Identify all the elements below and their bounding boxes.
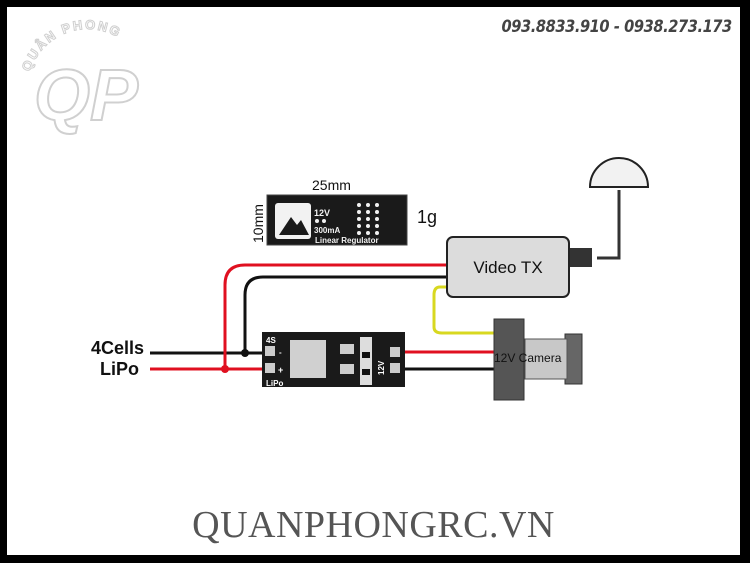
website-footer: QUANPHONGRC.VN — [192, 504, 555, 546]
regulator-board: 4S LiPo - + 12V — [262, 332, 405, 388]
video-signal-wire — [432, 285, 495, 335]
camera: 12V Camera — [493, 318, 583, 401]
board-input-label: 4S — [266, 336, 276, 345]
phone-number: 093.8833.910 - 0938.273.173 — [501, 17, 733, 37]
board-plus: + — [278, 365, 283, 375]
board-output-label: 12V — [377, 360, 386, 375]
antenna-connector — [570, 248, 592, 267]
regulator-voltage: 12V — [314, 208, 330, 218]
wiring-diagram: 12V 300mA Linear Regulator 25mm 10mm 1g … — [91, 157, 650, 401]
board-minus: - — [279, 348, 282, 357]
antenna-cable — [597, 190, 621, 260]
diagram-canvas: QUÂN PHONG QP 093.8833.910 - 0938.273.17… — [7, 7, 740, 555]
camera-label: 12V Camera — [494, 351, 562, 365]
vtx-ground-wire — [243, 275, 447, 353]
watermark-logo: QUÂN PHONG QP — [18, 16, 140, 137]
regulator-current: 300mA — [314, 226, 340, 235]
video-tx: Video TX — [446, 236, 592, 298]
mountain-logo-icon — [279, 217, 309, 235]
positive-junction — [221, 365, 229, 373]
antenna-icon — [588, 157, 650, 188]
regulator-width-label: 25mm — [312, 177, 351, 193]
regulator-module: 12V 300mA Linear Regulator — [266, 194, 408, 246]
regulator-height-label: 10mm — [250, 204, 266, 243]
regulator-weight-label: 1g — [417, 207, 437, 227]
battery-label-type: LiPo — [100, 359, 139, 379]
negative-junction — [241, 349, 249, 357]
watermark-monogram: QP — [34, 56, 139, 136]
board-input-sub: LiPo — [266, 379, 283, 388]
vtx-power-wire — [223, 263, 447, 369]
video-tx-label: Video TX — [473, 258, 542, 277]
regulator-name: Linear Regulator — [315, 236, 379, 245]
battery-label-cells: 4Cells — [91, 338, 144, 358]
